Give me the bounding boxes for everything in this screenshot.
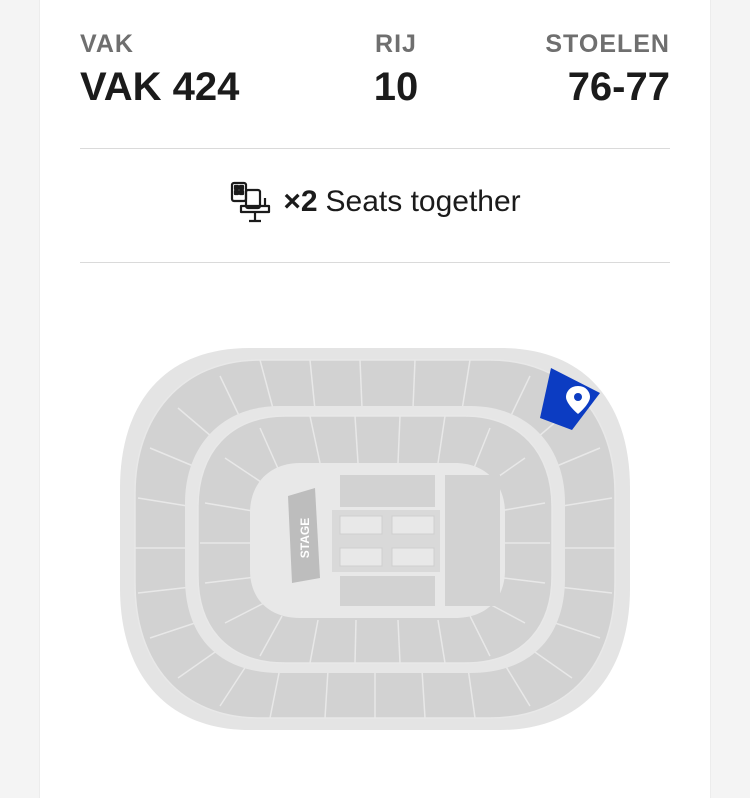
floor-section-right [445,475,500,606]
seats-count: ×2 [283,185,318,218]
seat-map[interactable]: STAGE [110,338,640,738]
seats-column: STOELEN 76-77 [545,30,670,110]
divider [80,262,670,263]
seats-icon [231,181,271,223]
row-value: 10 [373,65,419,109]
stage [288,488,320,583]
ticket-info: VAK VAK 424 RIJ 10 STOELEN 76-77 [80,30,670,120]
stage-label: STAGE [298,518,312,558]
seats-label: STOELEN [545,30,670,58]
divider [80,148,670,149]
section-label: VAK [80,30,134,58]
row-column: RIJ 10 [360,30,432,110]
ticket-card: VAK VAK 424 RIJ 10 STOELEN 76-77 ×2 Seat… [40,0,710,798]
floor-section-left-bottom [340,576,435,606]
location-pin-icon [566,386,590,414]
seats-value: 76-77 [567,65,670,109]
section-column: VAK VAK 424 [80,30,239,110]
seats-together-info: ×2 Seats together [40,180,710,224]
seats-together-text: Seats together [325,185,521,218]
floor-pits [339,515,435,567]
section-value: VAK 424 [80,65,240,109]
floor-section-left-top [340,475,435,507]
row-label: RIJ [375,30,417,58]
